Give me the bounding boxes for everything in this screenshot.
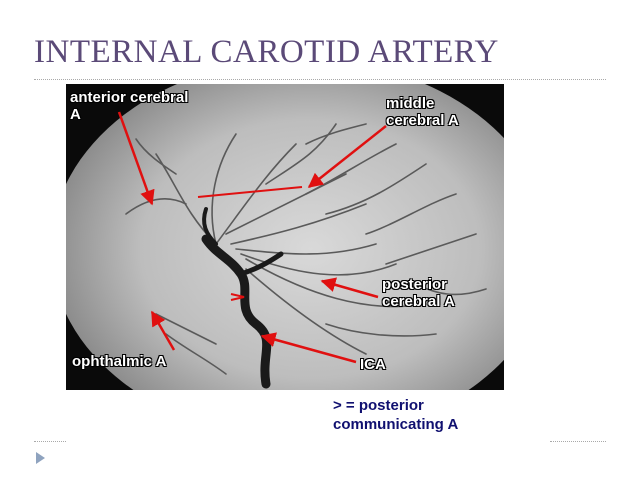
arrow-middle-cerebral <box>307 125 387 188</box>
angiogram-image: anterior cerebral A middle cerebral A po… <box>66 84 504 390</box>
posterior-communicating-marker <box>230 293 245 301</box>
caption-line1: > = posterior <box>333 397 424 414</box>
footer-divider-left <box>34 441 66 442</box>
skull-region <box>66 84 504 390</box>
label-posterior-cerebral-line1: posterior <box>382 276 448 293</box>
label-middle-cerebral-line1: middle <box>386 95 435 112</box>
bullet-arrow-icon <box>36 452 45 464</box>
label-ophthalmic: ophthalmic A <box>72 353 167 370</box>
label-middle-cerebral: middle cerebral A <box>386 95 459 129</box>
arrow-posterior-cerebral <box>320 277 379 299</box>
label-anterior-cerebral-line2: A <box>70 106 81 123</box>
arrow-anterior-cerebral <box>117 111 155 206</box>
label-posterior-cerebral-line2: cerebral A <box>382 293 455 310</box>
label-anterior-cerebral: anterior cerebral A <box>70 89 188 123</box>
caption-line2: communicating A <box>333 416 459 433</box>
carotid-siphon <box>201 207 284 389</box>
angiogram-drawing <box>66 84 504 390</box>
slide-title: INTERNAL CAROTID ARTERY <box>34 34 499 70</box>
caption-posterior-communicating: > = posterior communicating A <box>333 396 458 434</box>
label-posterior-cerebral: posterior cerebral A <box>382 276 455 310</box>
middle-cerebral-bar <box>197 186 303 198</box>
title-divider <box>34 79 606 80</box>
footer-divider-right <box>550 441 606 442</box>
vessel-network <box>125 123 487 375</box>
arrow-ophthalmic <box>150 310 176 351</box>
arrow-ica <box>260 332 357 364</box>
label-anterior-cerebral-line1: anterior cerebral <box>70 89 189 106</box>
label-ica: ICA <box>360 356 386 373</box>
label-middle-cerebral-line2: cerebral A <box>386 112 459 129</box>
